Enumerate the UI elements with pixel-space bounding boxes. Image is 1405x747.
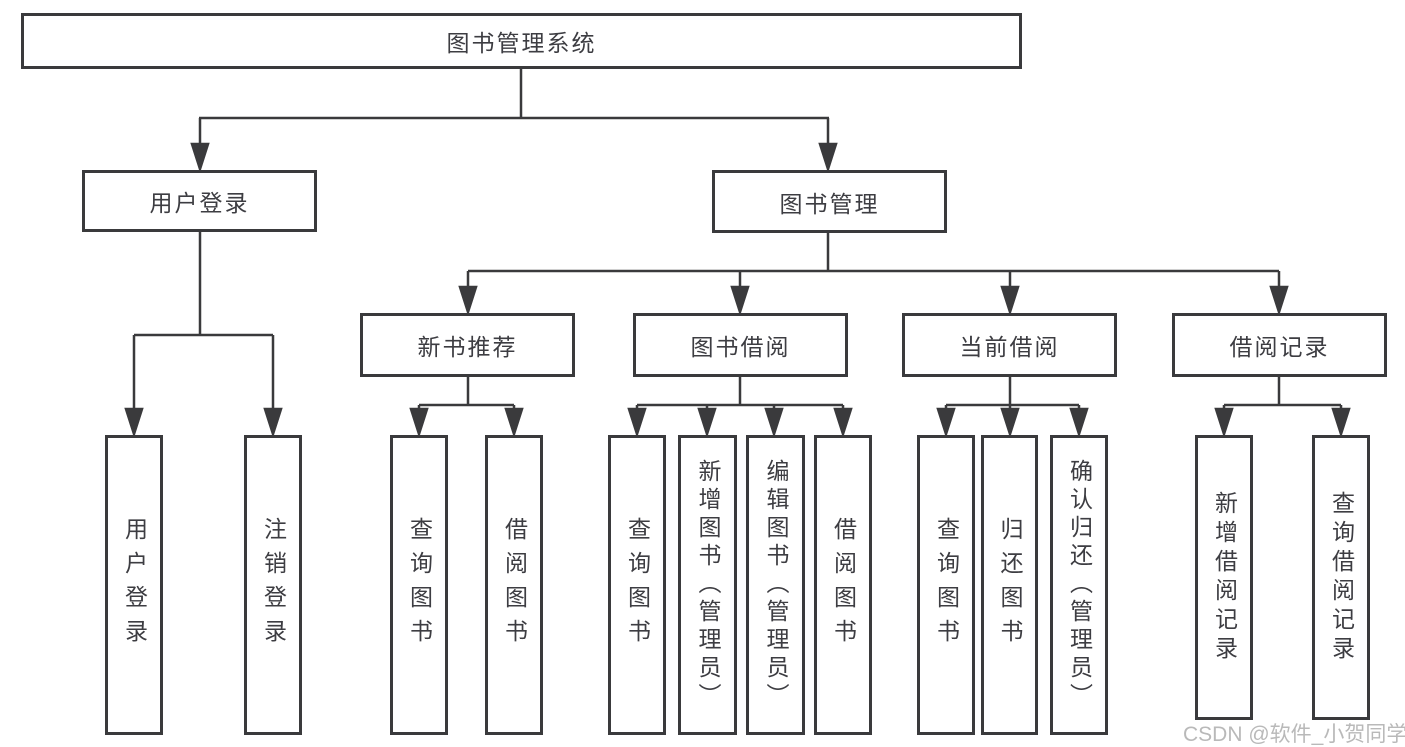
node-book-borrowing-label: 图书借阅: [690, 334, 791, 360]
leaf-add-books-admin-label: 新增图书（管理员）: [695, 459, 721, 711]
node-user-login: 用户登录: [82, 170, 317, 232]
leaf-return-books-label: 归还图书: [997, 517, 1023, 653]
leaf-add-borrow-record-label: 新增借阅记录: [1211, 490, 1238, 665]
node-borrowing-records: 借阅记录: [1172, 313, 1387, 377]
node-current-borrowing: 当前借阅: [902, 313, 1117, 377]
node-current-borrowing-label: 当前借阅: [959, 334, 1060, 360]
node-user-login-label: 用户登录: [149, 190, 250, 216]
leaf-confirm-return-admin-label: 确认归还（管理员）: [1066, 459, 1093, 711]
node-book-management-label: 图书管理: [779, 190, 880, 217]
node-new-book-recommendation: 新书推荐: [360, 313, 575, 377]
node-book-management: 图书管理: [712, 170, 947, 233]
leaf-logout-login-label: 注销登录: [260, 517, 287, 653]
node-library-management-system-label: 图书管理系统: [446, 30, 597, 56]
leaf-borrow-books-recommend-label: 借阅图书: [501, 517, 528, 653]
node-new-book-recommendation-label: 新书推荐: [417, 334, 518, 360]
node-book-borrowing: 图书借阅: [633, 313, 848, 377]
leaf-query-books-current: 查询图书: [917, 435, 975, 735]
leaf-borrow-books-borrowing: 借阅图书: [814, 435, 872, 735]
node-borrowing-records-label: 借阅记录: [1229, 334, 1330, 360]
leaf-query-borrow-record: 查询借阅记录: [1312, 435, 1370, 720]
leaf-user-login-label: 用户登录: [121, 517, 148, 653]
leaf-query-books-current-label: 查询图书: [933, 517, 960, 653]
leaf-user-login: 用户登录: [105, 435, 163, 735]
leaf-borrow-books-borrowing-label: 借阅图书: [830, 517, 857, 653]
leaf-add-borrow-record: 新增借阅记录: [1195, 435, 1253, 720]
leaf-borrow-books-recommend: 借阅图书: [485, 435, 543, 735]
leaf-query-books-borrowing: 查询图书: [608, 435, 666, 735]
leaf-query-books-recommend-label: 查询图书: [406, 517, 433, 653]
leaf-confirm-return-admin: 确认归还（管理员）: [1050, 435, 1108, 735]
node-library-management-system: 图书管理系统: [21, 13, 1022, 69]
leaf-logout-login: 注销登录: [244, 435, 302, 735]
leaf-add-books-admin: 新增图书（管理员）: [678, 435, 737, 735]
leaf-edit-books-admin: 编辑图书（管理员）: [746, 435, 805, 735]
leaf-query-books-borrowing-label: 查询图书: [624, 517, 651, 653]
leaf-query-borrow-record-label: 查询借阅记录: [1328, 490, 1355, 665]
leaf-query-books-recommend: 查询图书: [390, 435, 448, 735]
csdn-watermark: CSDN @软件_小贺同学: [1183, 723, 1405, 746]
leaf-return-books: 归还图书: [981, 435, 1038, 735]
leaf-edit-books-admin-label: 编辑图书（管理员）: [763, 459, 789, 711]
